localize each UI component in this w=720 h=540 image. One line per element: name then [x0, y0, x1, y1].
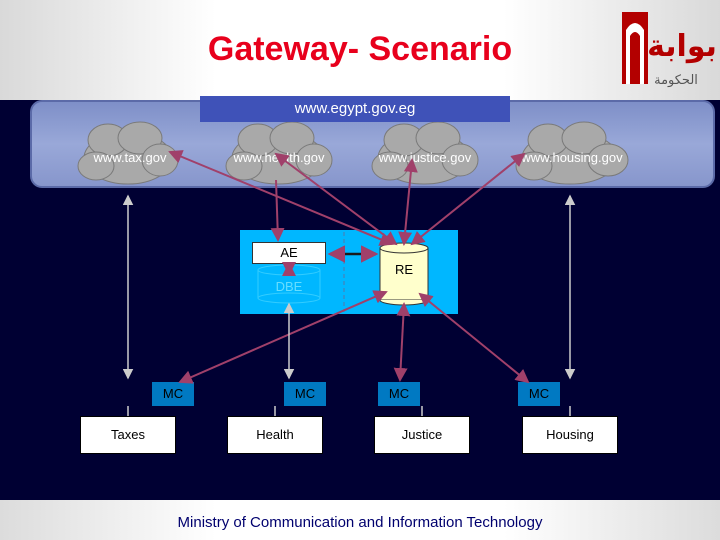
- arrow-re-to-mc-taxes: [178, 290, 388, 384]
- arrow-tax-to-re: [168, 150, 394, 246]
- footer-text: Ministry of Communication and Informatio…: [177, 514, 543, 531]
- dbe-label: DBE: [275, 279, 303, 294]
- portal-url[interactable]: www.egypt.gov.eg: [200, 96, 510, 122]
- svg-text:الحكومة: الحكومة: [654, 73, 698, 88]
- egypt-gov-portal-logo: بوابة الحكومة: [618, 2, 718, 100]
- arrow-justice-to-re: [398, 158, 418, 246]
- re-cylinder: [379, 242, 429, 306]
- site-label-housing[interactable]: www.housing.gov: [521, 150, 623, 165]
- arrow-re-to-mc-justice: [393, 302, 411, 382]
- dept-health[interactable]: Health: [227, 416, 323, 454]
- header-band: [0, 0, 720, 100]
- mc-box-health[interactable]: MC: [284, 382, 326, 406]
- mc-box-taxes[interactable]: MC: [152, 382, 194, 406]
- arrow-housing-to-re: [410, 152, 526, 246]
- cloud-tax: [77, 121, 179, 185]
- dept-taxes[interactable]: Taxes: [80, 416, 176, 454]
- slide-title: Gateway- Scenario: [207, 30, 513, 68]
- site-label-tax[interactable]: www.tax.gov: [93, 150, 167, 165]
- cloud-housing: [515, 121, 629, 185]
- arrow-health-to-re: [274, 152, 398, 246]
- mc-box-justice[interactable]: MC: [378, 382, 420, 406]
- arrow-health-to-ae: [270, 179, 285, 242]
- footer-band: [0, 500, 720, 540]
- mc-box-housing[interactable]: MC: [518, 382, 560, 406]
- re-label: RE: [394, 262, 414, 277]
- svg-text:بوابة: بوابة: [647, 29, 717, 64]
- dept-housing[interactable]: Housing: [522, 416, 618, 454]
- arrow-re-to-mc-housing: [418, 292, 530, 384]
- dept-justice[interactable]: Justice: [374, 416, 470, 454]
